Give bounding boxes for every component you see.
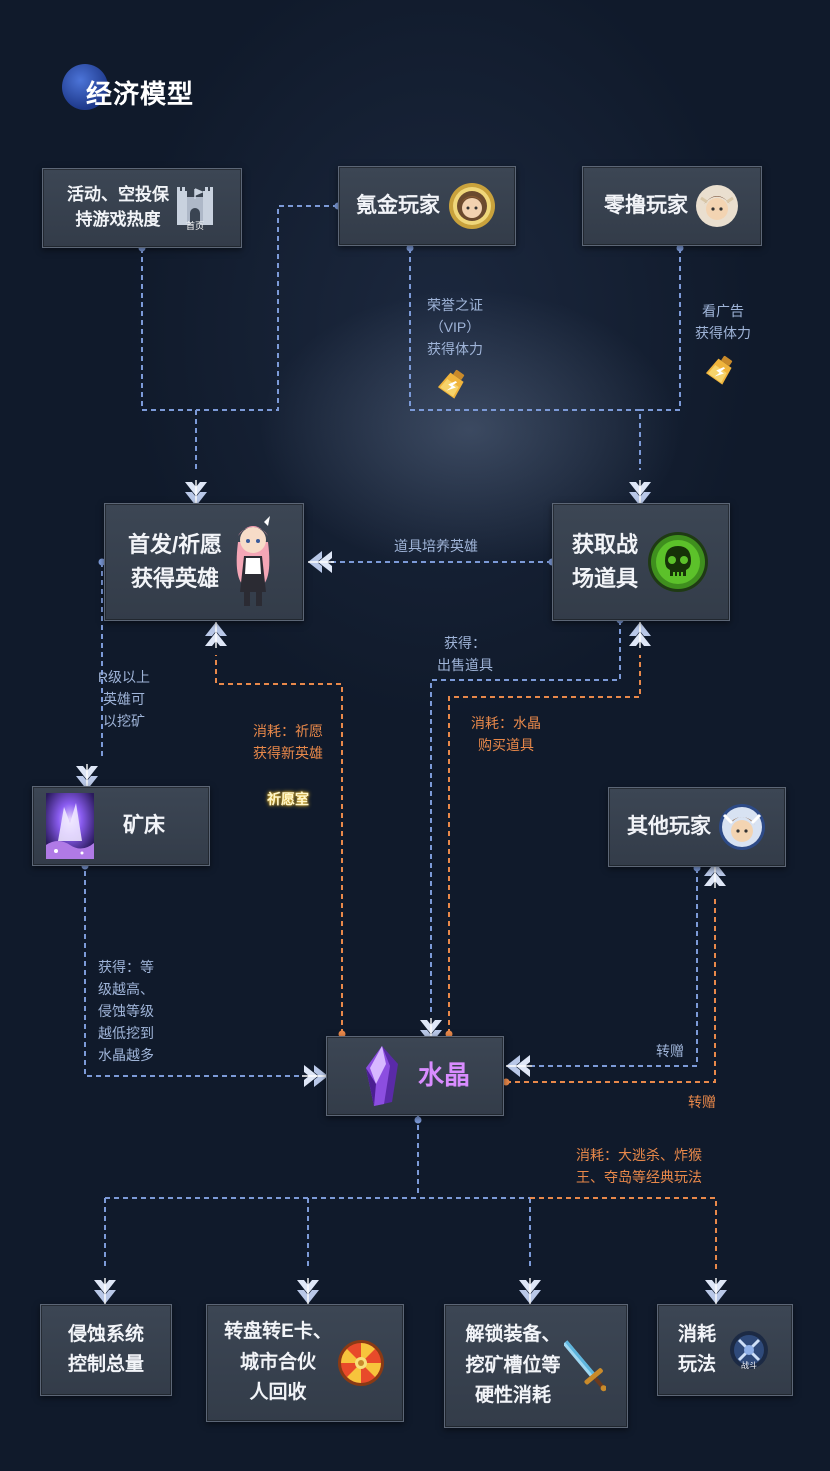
sword-icon — [563, 1331, 607, 1401]
gift-in-label: 转赠 — [656, 1043, 684, 1059]
line-krypton-to-items — [409, 248, 641, 470]
battle-items-label: 获取战 场道具 — [571, 531, 638, 591]
castle-caption: 首页 — [185, 220, 204, 231]
erosion-node: 侵蚀系统 控制总量 — [40, 1304, 172, 1396]
wheel-label: 转盘转E卡、 城市合伙 人回收 — [224, 1321, 332, 1404]
activity-label: 活动、空投保 持游戏热度 — [67, 185, 169, 229]
line-crystal-to-summon — [215, 655, 343, 1034]
wheel-node: 转盘转E卡、 城市合伙 人回收 — [206, 1304, 404, 1422]
other-players-label: 其他玩家 — [627, 814, 711, 838]
unlock-node: 解锁装备、 挖矿槽位等 硬性消耗 — [444, 1304, 628, 1428]
line-items-to-crystal — [430, 620, 621, 1015]
arrowhead — [204, 621, 228, 649]
battle-caption: 战斗 — [741, 1360, 757, 1370]
line-bus-to-consume — [530, 1197, 717, 1270]
other-players-node: 其他玩家 — [608, 787, 786, 867]
unlock-label: 解锁装备、 挖矿槽位等 硬性消耗 — [465, 1324, 561, 1407]
prize-wheel-icon — [336, 1338, 386, 1388]
crystal-node: 水晶 — [326, 1036, 504, 1116]
endpoint-dot — [338, 1030, 346, 1038]
arrowhead — [301, 1064, 329, 1088]
line-krypton-to-summon — [196, 205, 338, 411]
krypton-player-node: 氪金玩家 — [338, 166, 516, 246]
erosion-label: 侵蚀系统 控制总量 — [67, 1323, 144, 1375]
summon-node: 首发/祈愿 获得英雄 — [104, 503, 304, 621]
arrowhead — [505, 1054, 533, 1078]
consume-play-label: 消耗 玩法 — [677, 1323, 716, 1375]
arrowhead — [628, 621, 652, 649]
r-level-label: R级以上 英雄可 以挖矿 — [97, 669, 151, 729]
crystal-gem-icon — [360, 1043, 404, 1109]
title-text: 经济模型 — [86, 79, 195, 109]
hero-girl-icon — [226, 512, 280, 612]
endpoint-dot — [502, 1078, 510, 1086]
castle-icon: 首页 — [173, 178, 217, 238]
viking-avatar-icon — [717, 802, 767, 852]
stamina-potion-icon — [704, 352, 738, 386]
arrowhead — [296, 1277, 320, 1305]
line-others-to-crystal — [532, 868, 698, 1067]
title-orb-icon — [62, 64, 108, 110]
vip-label: 荣誉之证 （VIP） 获得体力 — [427, 297, 483, 357]
free-player-node: 零撸玩家 — [582, 166, 762, 246]
play-label: 消耗：大逃杀、炸猴 王、夺岛等经典玩法 — [576, 1147, 702, 1185]
ads-label: 看广告 获得体力 — [695, 303, 751, 341]
krypton-player-label: 氪金玩家 — [356, 193, 440, 217]
pray-label: 消耗：祈愿 获得新英雄 祈愿室 — [230, 698, 346, 810]
buy-label: 消耗：水晶 购买道具 — [471, 715, 541, 753]
arrowhead — [704, 1277, 728, 1305]
sell-label: 获得： 出售道具 — [437, 635, 493, 673]
crystal-mine-icon — [45, 792, 95, 860]
crystal-label: 水晶 — [417, 1060, 470, 1091]
consume-play-node: 消耗 玩法 战斗 — [657, 1304, 793, 1396]
endpoint-dot — [414, 1116, 422, 1124]
endpoint-dot — [445, 1030, 453, 1038]
arrowhead — [307, 550, 335, 574]
endpoint-dot — [406, 244, 414, 252]
arrowhead — [93, 1277, 117, 1305]
pray-room-tag: 祈愿室 — [267, 791, 309, 807]
player-avatar-icon — [694, 183, 740, 229]
skull-orb-icon — [646, 530, 710, 594]
arrowhead — [518, 1277, 542, 1305]
gift-out-label: 转赠 — [688, 1094, 716, 1110]
item-train-label: 道具培养英雄 — [394, 538, 478, 554]
line-activity-to-summon — [141, 248, 197, 470]
pray-text: 消耗：祈愿 获得新英雄 — [253, 723, 323, 761]
free-player-label: 零撸玩家 — [604, 193, 688, 217]
battle-items-node: 获取战 场道具 — [552, 503, 730, 621]
mine-node: 矿床 — [32, 786, 210, 866]
summon-label: 首发/祈愿 获得英雄 — [127, 531, 223, 591]
line-free-to-items — [640, 248, 681, 411]
mining-label: 获得：等 级越高、 侵蚀等级 越低挖到 水晶越多 — [98, 959, 154, 1063]
vip-badge-icon — [446, 180, 498, 232]
line-crystal-to-items — [448, 655, 641, 1034]
battle-icon: 战斗 — [726, 1325, 772, 1375]
endpoint-dot — [98, 558, 106, 566]
activity-node: 活动、空投保 持游戏热度 首页 — [42, 168, 242, 248]
endpoint-dot — [676, 244, 684, 252]
mine-label: 矿床 — [123, 813, 165, 837]
line-crystal-to-others — [506, 895, 716, 1083]
stamina-potion-icon — [436, 366, 470, 400]
